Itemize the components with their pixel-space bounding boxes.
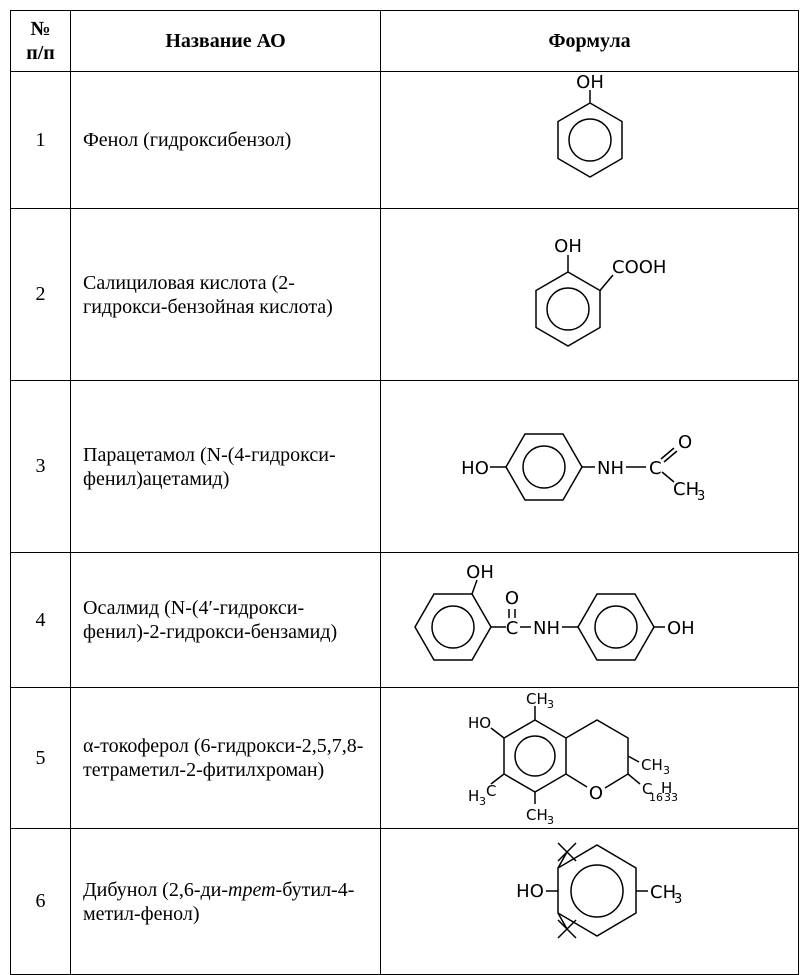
svg-text:O: O [588,783,602,804]
compound-name: Дибунол (2,6-ди-трет-бутил-4-метил-фенол… [70,828,381,975]
svg-text:3: 3 [547,698,554,711]
svg-text:CH: CH [526,690,548,708]
antioxidants-table: № п/п Название АО Формула 1 Фенол (гидро… [10,10,799,975]
svg-text:CH: CH [526,806,548,824]
compound-name: Парацетамол (N-(4-гидрокси-фенил)ацетами… [70,380,381,553]
svg-text:C: C [649,458,662,479]
svg-text:16: 16 [649,791,663,804]
compound-name: Осалмид (N-(4′-гидрокси-фенил)-2-гидрокс… [70,552,381,688]
svg-text:CH: CH [673,479,699,500]
table-row: 4 Осалмид (N-(4′-гидрокси-фенил)-2-гидро… [10,552,799,688]
compound-name: Фенол (гидроксибензол) [70,71,381,209]
svg-text:H: H [468,787,479,805]
row-number: 2 [10,208,71,381]
row-number: 1 [10,71,71,209]
osalmid-structure: OH O C NH OH [413,562,695,661]
paracetamol-structure: HO NH C O CH 3 [461,432,705,504]
svg-text:HO: HO [461,458,489,479]
dibunol-structure: HO CH 3 [516,841,682,939]
svg-text:3: 3 [697,489,705,504]
phenol-structure: OH [556,72,623,178]
table-row: 1 Фенол (гидроксибензол) OH [10,71,799,209]
svg-text:OH: OH [667,618,695,639]
header-name: Название АО [70,10,381,72]
table-row: 5 α-токоферол (6-гидрокси-2,5,7,8-тетрам… [10,687,799,829]
svg-text:OH: OH [576,72,604,93]
svg-text:NH: NH [597,458,624,479]
table-row: 6 Дибунол (2,6-ди-трет-бутил-4-метил-фен… [10,828,799,975]
structural-formula: O CH 3 HO H 3 C CH 3 [380,687,799,829]
svg-text:O: O [504,588,518,609]
structural-formula: HO CH 3 [380,828,799,975]
svg-text:3: 3 [479,795,486,808]
svg-text:O: O [678,432,692,453]
table-row: 2 Салициловая кислота (2-гидрокси-бензой… [10,208,799,381]
structural-formula: OH O C NH OH [380,552,799,688]
header-num: № п/п [10,10,71,72]
svg-text:CH: CH [650,882,676,903]
svg-text:HO: HO [516,881,544,902]
svg-text:3: 3 [674,892,682,907]
header-formula: Формула [380,10,799,72]
row-number: 6 [10,828,71,975]
svg-text:C: C [486,782,496,800]
structural-formula: OH [380,71,799,209]
svg-text:3: 3 [663,764,670,777]
tocopherol-structure: O CH 3 HO H 3 C CH 3 [468,690,678,827]
svg-text:3: 3 [547,814,554,827]
row-number: 5 [10,687,71,829]
row-number: 3 [10,380,71,553]
svg-text:OH: OH [466,562,494,583]
compound-name: Салициловая кислота (2-гидрокси-бензойна… [70,208,381,381]
svg-text:C: C [505,618,518,639]
svg-text:NH: NH [533,618,560,639]
svg-text:COOH: COOH [612,257,666,278]
row-number: 4 [10,552,71,688]
salicylic-acid-structure: OH COOH [534,236,666,347]
structural-formula: OH COOH [380,208,799,381]
svg-text:OH: OH [554,236,582,257]
svg-text:33: 33 [664,791,678,804]
compound-name: α-токоферол (6-гидрокси-2,5,7,8-тетрамет… [70,687,381,829]
svg-text:CH: CH [641,756,663,774]
structural-formula: HO NH C O CH 3 [380,380,799,553]
svg-text:HO: HO [468,714,491,732]
header-row: № п/п Название АО Формула [10,10,799,72]
table-row: 3 Парацетамол (N-(4-гидрокси-фенил)ацета… [10,380,799,553]
svg-text:C: C [642,780,652,798]
svg-text:H: H [661,779,672,797]
